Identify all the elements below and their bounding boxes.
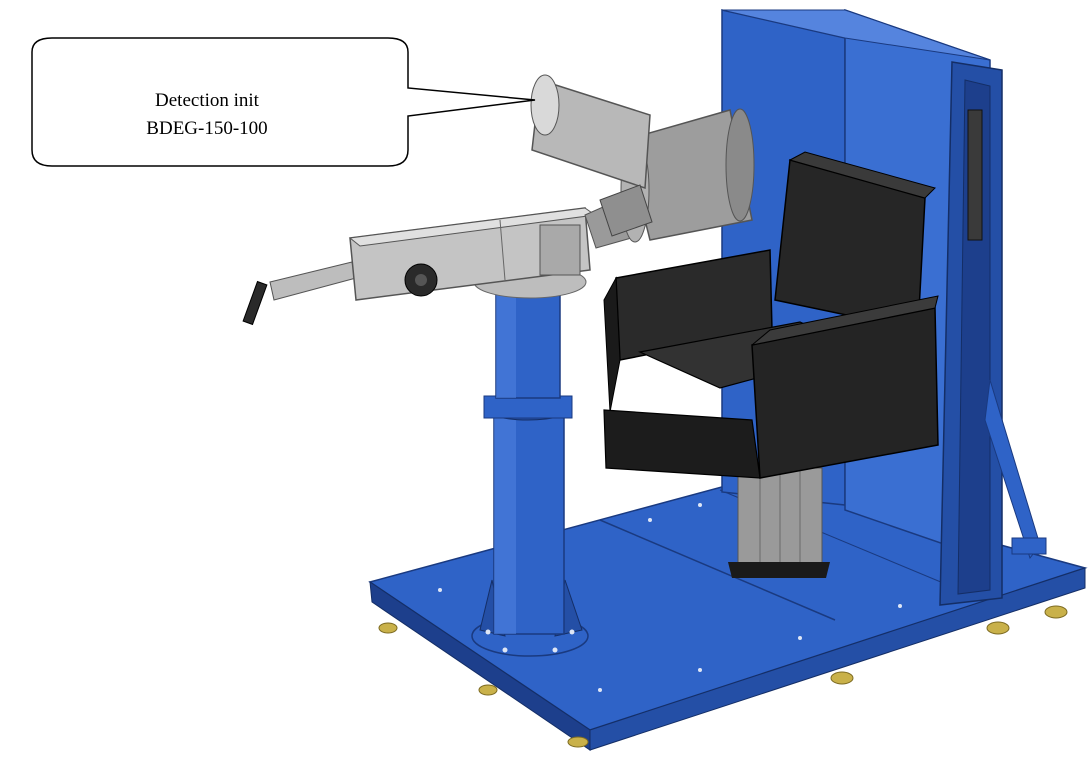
- horizontal-arm: [242, 194, 643, 326]
- support-column: [471, 265, 589, 657]
- chair: [603, 151, 939, 578]
- leveling-feet: [378, 605, 1068, 748]
- callout-line-1: Detection init: [155, 90, 260, 111]
- detection-unit-callout: Detection init BDEG-150-100: [31, 37, 536, 167]
- detector-unit: [530, 74, 755, 243]
- callout-line-2: BDEG-150-100: [146, 118, 267, 139]
